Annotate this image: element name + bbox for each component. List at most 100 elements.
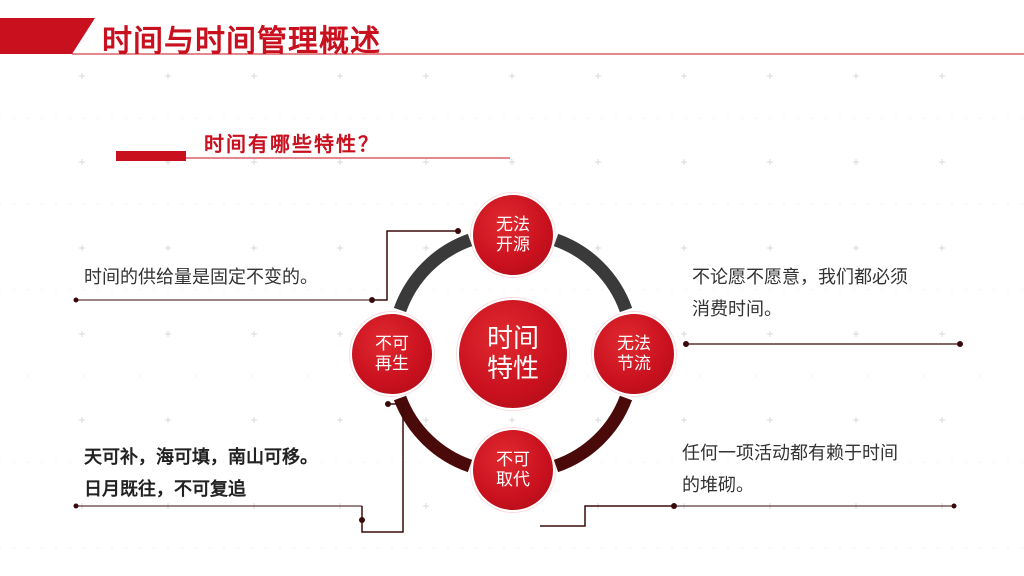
grid-dot [993,375,995,377]
grid-dot [587,461,589,463]
grid-cross [853,417,859,423]
grid-dot [139,289,141,291]
grid-dot [587,289,589,291]
grid-dot [13,461,15,463]
grid-cross [337,331,343,337]
grid-dot [741,375,743,377]
grid-dot [503,117,505,119]
grid-cross [165,331,171,337]
grid-dot [167,117,169,119]
grid-dot [321,203,323,205]
grid-dot [279,203,281,205]
grid-dot [167,547,169,549]
grid-dot [937,117,939,119]
grid-dot [27,117,29,119]
grid-dot [363,203,365,205]
grid-dot [27,375,29,377]
grid-dot [195,289,197,291]
grid-dot [629,461,631,463]
grid-dot [377,547,379,549]
grid-dot [643,203,645,205]
ring-arc-top-left [393,233,473,313]
grid-dot [825,203,827,205]
grid-dot [475,117,477,119]
grid-dot [783,117,785,119]
grid-dot [1021,547,1023,549]
grid-dot [937,375,939,377]
grid-dot [209,289,211,291]
grid-dot [545,203,547,205]
grid-dot [587,547,589,549]
grid-cross [939,417,945,423]
grid-dot [531,289,533,291]
grid-dot [755,203,757,205]
grid-dot [727,117,729,119]
grid-dot [783,203,785,205]
grid-cross [251,159,257,165]
grid-dot [769,203,771,205]
grid-dot [783,289,785,291]
grid-dot [447,375,449,377]
grid-dot [1007,117,1009,119]
grid-dot [825,375,827,377]
grid-dot [321,117,323,119]
note-lower-left-line2: 日月既往，不可复追 [84,479,246,500]
grid-dot [755,461,757,463]
grid-dot [1021,461,1023,463]
connector-top [372,230,458,301]
grid-dot [419,289,421,291]
grid-dot [881,375,883,377]
grid-dot [475,289,477,291]
grid-dot [923,117,925,119]
grid-dot [615,203,617,205]
grid-dot [643,547,645,549]
grid-dot [0,203,1,205]
grid-dot [713,289,715,291]
grid-cross [337,245,343,251]
node-bottom-line2: 取代 [496,470,530,490]
grid-dot [167,461,169,463]
grid-dot [811,375,813,377]
grid-dot [699,289,701,291]
grid-dot [349,289,351,291]
grid-dot [699,547,701,549]
grid-dot [237,289,239,291]
grid-dot [923,203,925,205]
grid-dot [615,117,617,119]
grid-dot [951,117,953,119]
grid-dot [461,289,463,291]
grid-cross [767,245,773,251]
grid-dot [293,461,295,463]
grid-dot [237,547,239,549]
grid-dot [97,203,99,205]
node-left-line1: 不可 [375,334,409,354]
grid-dot [223,117,225,119]
grid-dot [265,203,267,205]
grid-dot [755,375,757,377]
grid-dot [251,375,253,377]
grid-cross [595,245,601,251]
grid-cross [767,73,773,79]
node-bottom-line1: 不可 [496,450,530,470]
grid-dot [741,117,743,119]
grid-cross [595,159,601,165]
grid-dot [41,375,43,377]
grid-dot [377,289,379,291]
grid-dot [783,547,785,549]
grid-dot [895,203,897,205]
grid-dot [125,289,127,291]
node-top-line1: 无法 [496,215,530,235]
grid-dot [69,461,71,463]
grid-dot [139,117,141,119]
grid-dot [657,203,659,205]
grid-dot [853,289,855,291]
grid-dot [545,547,547,549]
grid-dot [573,375,575,377]
grid-dot [797,117,799,119]
grid-dot [265,375,267,377]
grid-dot [769,547,771,549]
grid-dot [111,117,113,119]
grid-dot [685,547,687,549]
grid-dot [741,289,743,291]
grid-dot [867,547,869,549]
